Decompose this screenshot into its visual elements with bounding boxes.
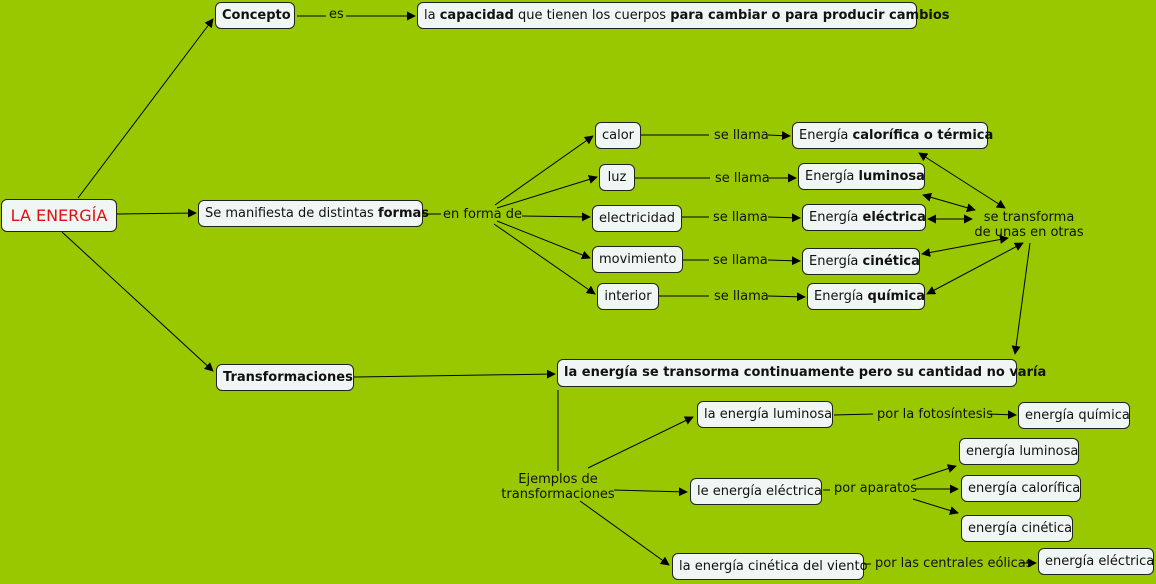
link-root-transformaciones [61, 231, 214, 372]
link-label-se-llama-interior: se llama [714, 289, 769, 304]
node-la-energia[interactable]: LA ENERGÍA [1, 199, 117, 232]
concepto-label: Concepto [222, 8, 291, 23]
link-root-concepto [77, 18, 214, 199]
energy-text: Energía [805, 169, 859, 184]
link-label-centrales-eolicas: por las centrales eólicas [875, 556, 1033, 571]
formas-text: Se manifiesta de distintas [205, 206, 378, 221]
node-energia-electrica[interactable]: Energía eléctrica [802, 204, 926, 231]
energy-text: Energía [799, 128, 853, 143]
node-energia-calorifica[interactable]: Energía calorífica o térmica [792, 122, 993, 149]
node-movimiento[interactable]: movimiento [592, 246, 683, 273]
node-luz[interactable]: luz [599, 164, 635, 191]
node-transformaciones[interactable]: Transformaciones [216, 364, 354, 391]
transform-line-1: se transforma [983, 210, 1075, 225]
node-definicion[interactable]: la capacidad que tienen los cuerpos para… [417, 2, 950, 29]
node-ex1-target[interactable]: energía química [1018, 402, 1130, 429]
node-ex2-source[interactable]: le energía eléctrica [690, 478, 822, 505]
node-electricidad[interactable]: electricidad [592, 205, 682, 232]
energy-bold: luminosa [858, 169, 925, 184]
link-label-se-llama-luz: se llama [715, 171, 770, 186]
node-formas[interactable]: Se manifiesta de distintas formas [198, 200, 429, 227]
link-label-se-llama-calor: se llama [714, 128, 769, 143]
node-ex1-source[interactable]: la energía luminosa [697, 401, 833, 428]
def-bold-2: para cambiar o para producir cambios [670, 8, 950, 23]
node-interior[interactable]: interior [597, 283, 659, 310]
node-statement[interactable]: la energía se transorma continuamente pe… [557, 359, 1046, 387]
transformaciones-label: Transformaciones [223, 370, 353, 385]
energy-bold: cinética [862, 254, 920, 269]
energy-text: Energía [809, 254, 863, 269]
transform-line-2: de unas en otras [974, 225, 1084, 240]
node-ex2-target-luminosa[interactable]: energía luminosa [959, 438, 1079, 465]
examples-line-2: transformaciones [501, 487, 615, 502]
link-label-fotosintesis: por la fotosíntesis [877, 407, 993, 422]
link-label-en-forma-de: en forma de [443, 207, 523, 222]
def-text-1: la [424, 8, 440, 23]
energy-bold: calorífica o térmica [852, 128, 994, 143]
link-root-formas [116, 208, 197, 218]
link-label-es: es [329, 7, 344, 22]
formas-bold: formas [377, 206, 430, 221]
node-energia-luminosa[interactable]: Energía luminosa [798, 163, 925, 190]
node-energia-quimica[interactable]: Energía química [807, 283, 925, 310]
def-bold-1: capacidad [439, 8, 514, 23]
statement-text: la energía se transorma continuamente pe… [564, 365, 1047, 380]
def-text-2: que tienen los cuerpos [513, 8, 671, 23]
link-label-se-llama-electricidad: se llama [713, 210, 768, 225]
link-label-por-aparatos: por aparatos [834, 481, 918, 496]
examples-line-1: Ejemplos de [518, 472, 598, 487]
node-ex2-target-calorifica[interactable]: energía calorífica [961, 475, 1081, 502]
energy-text: Energía [809, 210, 863, 225]
node-calor[interactable]: calor [595, 122, 641, 149]
energy-bold: eléctrica [862, 210, 926, 225]
link-label-se-llama-movimiento: se llama [713, 253, 768, 268]
node-energia-cinetica[interactable]: Energía cinética [802, 248, 920, 275]
node-ex2-target-cinetica[interactable]: energía cinética [961, 515, 1073, 542]
node-ex3-source[interactable]: la energía cinética del viento [672, 553, 868, 580]
node-ex3-target[interactable]: energía eléctrica [1038, 548, 1154, 575]
energy-bold: química [867, 289, 926, 304]
energy-text: Energía [814, 289, 868, 304]
link-label-se-transforma: se transforma de unas en otras [974, 210, 1084, 240]
link-label-ejemplos: Ejemplos de transformaciones [500, 472, 616, 502]
node-concepto[interactable]: Concepto [215, 2, 295, 29]
